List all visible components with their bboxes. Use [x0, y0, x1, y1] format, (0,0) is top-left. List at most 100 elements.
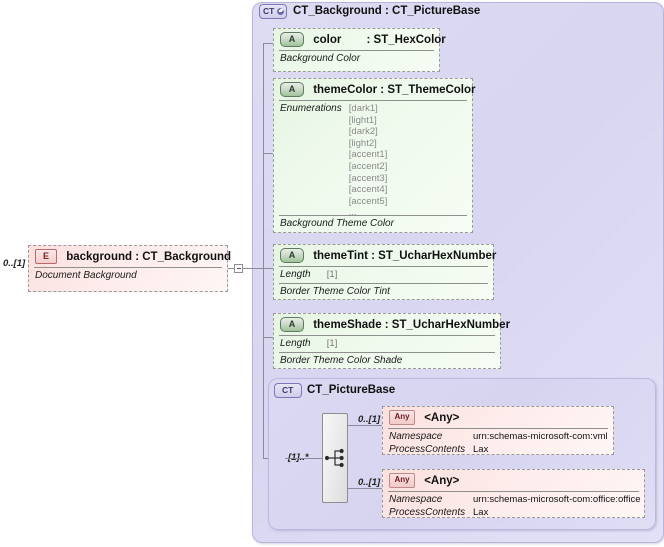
any-title-row: Any <Any>	[383, 407, 613, 428]
facet-value: [1]	[326, 269, 338, 280]
facet-label: Enumerations	[280, 103, 342, 114]
connector-compositor-to-any-2	[348, 488, 382, 489]
enumeration-item: ...	[348, 207, 357, 219]
any-title-row: Any <Any>	[383, 470, 644, 491]
attribute-box-color[interactable]: A color : ST_HexColor Background Color	[273, 28, 446, 72]
any-1-cardinality: 0..[1]	[358, 414, 381, 425]
element-title-row: E background : CT_Background	[29, 246, 231, 267]
property-value: urn:schemas-microsoft-com:vml	[473, 431, 608, 442]
divider	[279, 283, 488, 284]
choice-compositor[interactable]	[322, 413, 348, 503]
root-element-cardinality: 0..[1]	[3, 258, 26, 269]
attribute-name: themeTint : ST_UcharHexNumber	[313, 249, 497, 262]
divider	[279, 215, 467, 216]
facet-row-enumerations: Enumerations [dark1] [light1] [dark2] [l…	[280, 103, 467, 219]
attribute-icon: A	[280, 248, 304, 263]
attribute-title-row: A themeShade : ST_UcharHexNumber	[274, 314, 510, 335]
enumeration-item: [accent3]	[348, 172, 388, 184]
property-value: Lax	[473, 443, 489, 455]
element-name: background : CT_Background	[66, 250, 232, 263]
expand-collapse-toggle[interactable]	[234, 264, 243, 273]
facet-row-length: Length [1]	[280, 269, 488, 281]
enumeration-item: [accent4]	[348, 184, 388, 196]
divider	[388, 491, 639, 492]
tree-trunk-line	[263, 43, 264, 459]
branch-themetint	[263, 268, 273, 269]
complextype-title: CT_Background : CT_PictureBase	[293, 5, 481, 17]
complextype-base-title: CT_PictureBase	[307, 384, 396, 396]
attribute-name: color	[313, 33, 342, 46]
enumeration-list: [dark1] [light1] [dark2] [light2] [accen…	[349, 103, 388, 219]
element-box-background[interactable]: E background : CT_Background Document Ba…	[28, 245, 231, 292]
attribute-title-row: A color : ST_HexColor	[274, 29, 446, 50]
attribute-facets: Length [1]	[274, 336, 500, 352]
attribute-documentation: Background Theme Color	[280, 218, 394, 229]
enumeration-item: [accent2]	[348, 160, 388, 172]
connector-compositor-to-any-1	[348, 425, 382, 426]
connector-toggle-to-trunk	[243, 268, 264, 269]
branch-themeshade	[263, 337, 273, 338]
complextype-extension-icon: CT	[259, 4, 287, 19]
property-key: Namespace	[389, 431, 443, 442]
enumeration-item: [light2]	[348, 137, 377, 149]
property-value: urn:schemas-microsoft-com:office:office	[473, 494, 641, 505]
any-name: <Any>	[424, 411, 460, 424]
branch-color	[263, 43, 273, 44]
branch-themecolor	[263, 153, 273, 154]
enumeration-item: [accent1]	[348, 149, 388, 161]
attribute-facets: Enumerations [dark1] [light1] [dark2] [l…	[274, 101, 472, 221]
divider	[279, 266, 488, 267]
attribute-documentation: Border Theme Color Shade	[280, 355, 403, 366]
choice-compositor-icon	[324, 448, 344, 468]
attribute-name: themeColor : ST_ThemeColor	[313, 83, 476, 96]
property-row-processcontents: ProcessContents Lax	[389, 443, 608, 455]
complextype-icon: CT	[274, 383, 302, 398]
element-icon: E	[35, 249, 57, 264]
divider	[279, 50, 434, 51]
any-icon: Any	[389, 473, 415, 488]
attribute-documentation: Border Theme Color Tint	[280, 286, 390, 297]
facet-label: Length	[280, 338, 311, 349]
any-name: <Any>	[424, 474, 460, 487]
enumeration-item: [accent5]	[348, 195, 388, 207]
enumeration-item: [dark1]	[348, 103, 378, 114]
any-2-cardinality: 0..[1]	[358, 477, 381, 488]
divider	[279, 100, 467, 101]
divider	[34, 267, 222, 268]
attribute-icon: A	[280, 82, 304, 97]
attribute-type: : ST_HexColor	[366, 33, 446, 46]
attribute-name: themeShade : ST_UcharHexNumber	[313, 318, 511, 331]
any-icon: Any	[389, 410, 415, 425]
enumeration-item: [dark2]	[348, 126, 378, 138]
attribute-title-row: A themeColor : ST_ThemeColor	[274, 79, 476, 100]
attribute-documentation: Background Color	[280, 53, 361, 64]
property-value: Lax	[473, 506, 489, 518]
any-box-vml[interactable]: Any <Any> Namespace urn:schemas-microsoft…	[382, 406, 614, 455]
property-key: ProcessContents	[389, 443, 466, 455]
complextype-header-ct-picturebase: CT CT_PictureBase	[274, 383, 524, 399]
complextype-header-ct-background: CT CT_Background : CT_PictureBase	[259, 4, 559, 20]
enumeration-item: [light1]	[348, 114, 377, 126]
facet-row-length: Length [1]	[280, 338, 495, 350]
attribute-box-themeshade[interactable]: A themeShade : ST_UcharHexNumber Length …	[273, 313, 510, 369]
attribute-icon: A	[280, 32, 304, 47]
element-documentation: Document Background	[35, 270, 137, 281]
attribute-icon: A	[280, 317, 304, 332]
divider	[279, 335, 495, 336]
connector-element-to-tree	[228, 268, 235, 269]
facet-value: [1]	[326, 338, 338, 349]
divider	[279, 352, 495, 353]
connector-trunk-to-compositor	[285, 458, 322, 459]
attribute-box-themetint[interactable]: A themeTint : ST_UcharHexNumber Length […	[273, 244, 497, 300]
facet-label: Length	[280, 269, 311, 280]
attribute-box-themecolor[interactable]: A themeColor : ST_ThemeColor Enumeration…	[273, 78, 476, 233]
attribute-facets: Length [1]	[274, 267, 493, 283]
property-key: ProcessContents	[389, 506, 466, 518]
attribute-title-row: A themeTint : ST_UcharHexNumber	[274, 245, 497, 266]
divider	[388, 428, 608, 429]
any-properties: Namespace urn:schemas-microsoft-com:vml P…	[383, 429, 613, 455]
